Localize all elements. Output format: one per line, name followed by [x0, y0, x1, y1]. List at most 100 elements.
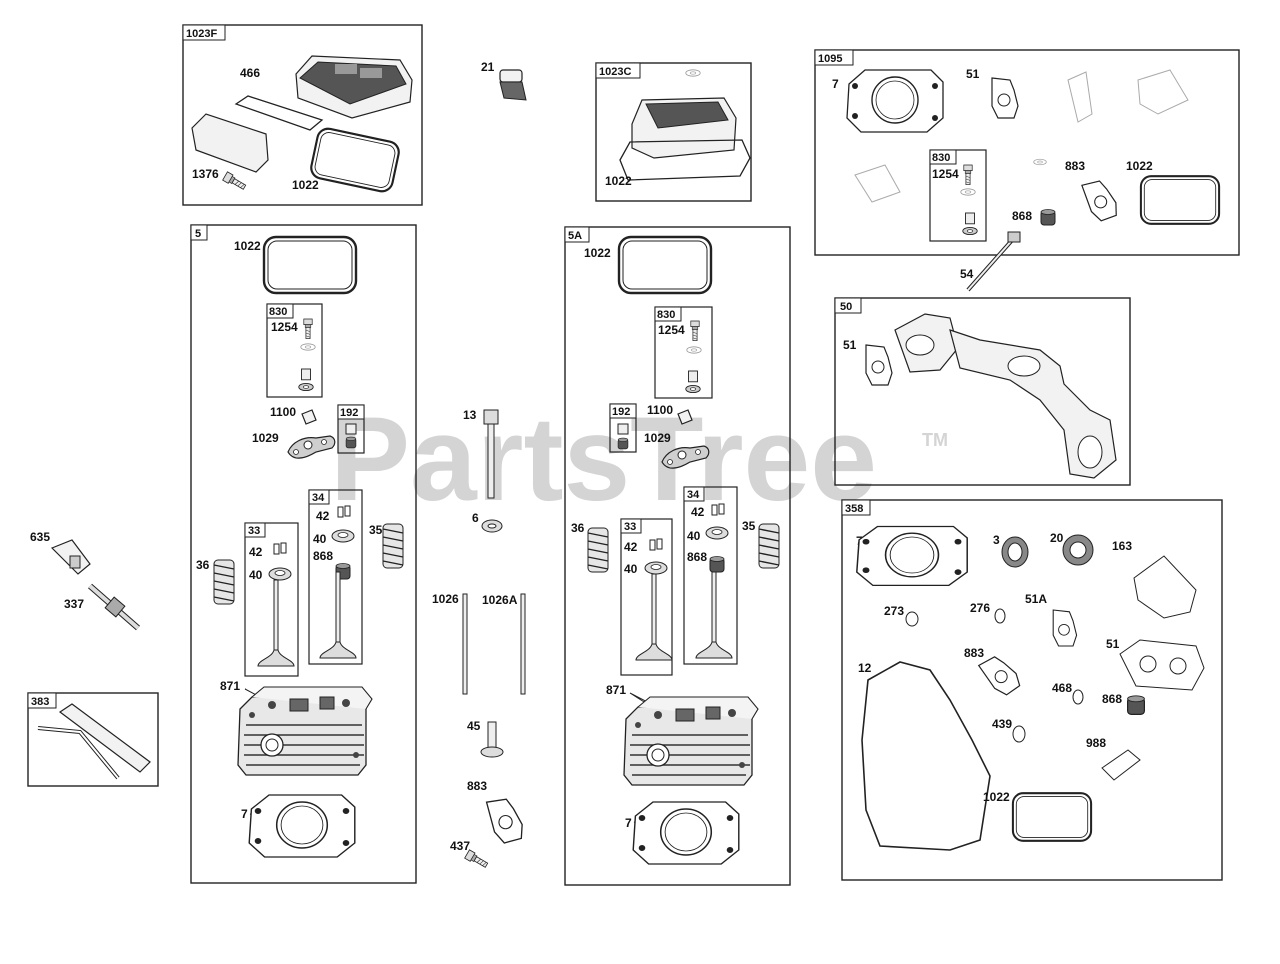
item-54: 54	[960, 231, 1021, 292]
label-51: 51	[1106, 637, 1120, 651]
group-5A: 5A 1022 830 1254 192 1100 1029 34 42 40 …	[564, 226, 791, 886]
group-1023F: 1023F 466 1376 1022	[182, 24, 423, 206]
label-3: 3	[993, 533, 1000, 547]
item-21: 21	[481, 60, 527, 101]
center-parts: 13 6 1026 1026A 45 883 437	[432, 408, 527, 870]
label-635: 635	[30, 530, 50, 544]
box-frame	[595, 62, 752, 202]
group-1095: 1095 7 51 830 1254 868 883 1022	[814, 49, 1240, 256]
box-tag-label: 1095	[818, 53, 842, 65]
box-tag-label: 1023C	[599, 66, 631, 78]
label-1029: 1029	[252, 431, 279, 445]
label-36: 36	[196, 558, 210, 572]
watermark-tm: TM	[922, 430, 948, 450]
label-871: 871	[606, 683, 626, 697]
valve-cover-illustration	[295, 55, 413, 119]
label-40: 40	[687, 529, 701, 543]
label-1022: 1022	[605, 174, 632, 188]
label-1029: 1029	[644, 431, 671, 445]
label-6: 6	[472, 511, 479, 525]
label-1026A: 1026A	[482, 593, 518, 607]
box-tag-label: 383	[31, 696, 49, 708]
label-883: 883	[1065, 159, 1085, 173]
label-42: 42	[249, 545, 263, 559]
box-frame	[564, 226, 791, 886]
box-tag-label: 830	[932, 152, 950, 164]
label-51: 51	[843, 338, 857, 352]
label-437: 437	[450, 839, 470, 853]
box-tag-label: 34	[687, 489, 700, 501]
label-1022: 1022	[234, 239, 261, 253]
box-tag-label: 33	[624, 521, 636, 533]
box-tag-label: 358	[845, 503, 863, 515]
label-868: 868	[687, 550, 707, 564]
label-20: 20	[1050, 531, 1064, 545]
box-frame	[841, 499, 1223, 881]
watermark-text: PartsTree	[330, 392, 877, 526]
label-51A: 51A	[1025, 592, 1047, 606]
label-1022: 1022	[983, 790, 1010, 804]
spark-plug-group: 635 337	[30, 530, 140, 631]
group-50: 50 51	[834, 297, 1131, 486]
box-tag-label: 33	[248, 525, 260, 537]
box-tag-label: 192	[340, 407, 358, 419]
label-40: 40	[249, 568, 263, 582]
label-337: 337	[64, 597, 84, 611]
label-871: 871	[220, 679, 240, 693]
label-21: 21	[481, 60, 495, 74]
label-54: 54	[960, 267, 974, 281]
box-tag-label: 830	[657, 309, 675, 321]
label-1022: 1022	[292, 178, 319, 192]
label-1254: 1254	[271, 320, 298, 334]
group-1023C: 1023C 1022	[595, 62, 752, 202]
label-273: 273	[884, 604, 904, 618]
label-1254: 1254	[658, 323, 685, 337]
label-1022: 1022	[1126, 159, 1153, 173]
label-42: 42	[624, 540, 638, 554]
gasket-466	[234, 95, 324, 131]
label-45: 45	[467, 719, 481, 733]
label-1100: 1100	[647, 403, 673, 417]
breather-cover	[191, 113, 269, 173]
label-1254: 1254	[932, 167, 959, 181]
label-35: 35	[369, 523, 383, 537]
label-40: 40	[313, 532, 327, 546]
box-frame	[182, 24, 423, 206]
label-868: 868	[1012, 209, 1032, 223]
label-468: 468	[1052, 681, 1072, 695]
label-1022: 1022	[584, 246, 611, 260]
box-tag-label: 5	[195, 228, 201, 240]
label-42: 42	[316, 509, 330, 523]
box-frame	[834, 297, 1131, 486]
label-7: 7	[241, 807, 248, 821]
group-358: 358 7 3 20 163 273 276 51A 12 883 51 468…	[841, 499, 1223, 881]
label-883: 883	[467, 779, 487, 793]
box-tag-label: 34	[312, 492, 325, 504]
label-466: 466	[240, 66, 260, 80]
label-883: 883	[964, 646, 984, 660]
label-51: 51	[966, 67, 980, 81]
label-13: 13	[463, 408, 477, 422]
box-tag	[182, 24, 226, 41]
label-988: 988	[1086, 736, 1106, 750]
box-tag-label: 50	[840, 301, 852, 313]
box-frame	[814, 49, 1240, 256]
label-42: 42	[691, 505, 705, 519]
box-tag-label: 192	[612, 406, 630, 418]
label-40: 40	[624, 562, 638, 576]
bolt-1376	[222, 171, 248, 192]
gasket-1022	[308, 125, 402, 195]
box-frame	[190, 224, 417, 884]
label-1376: 1376	[192, 167, 219, 181]
box-frame	[27, 692, 159, 787]
label-163: 163	[1112, 539, 1132, 553]
label-7: 7	[832, 77, 839, 91]
label-12: 12	[858, 661, 872, 675]
label-1100: 1100	[270, 405, 296, 419]
label-439: 439	[992, 717, 1012, 731]
label-7: 7	[625, 816, 632, 830]
box-tag-label: 5A	[568, 230, 582, 242]
label-36: 36	[571, 521, 585, 535]
label-35: 35	[742, 519, 756, 533]
